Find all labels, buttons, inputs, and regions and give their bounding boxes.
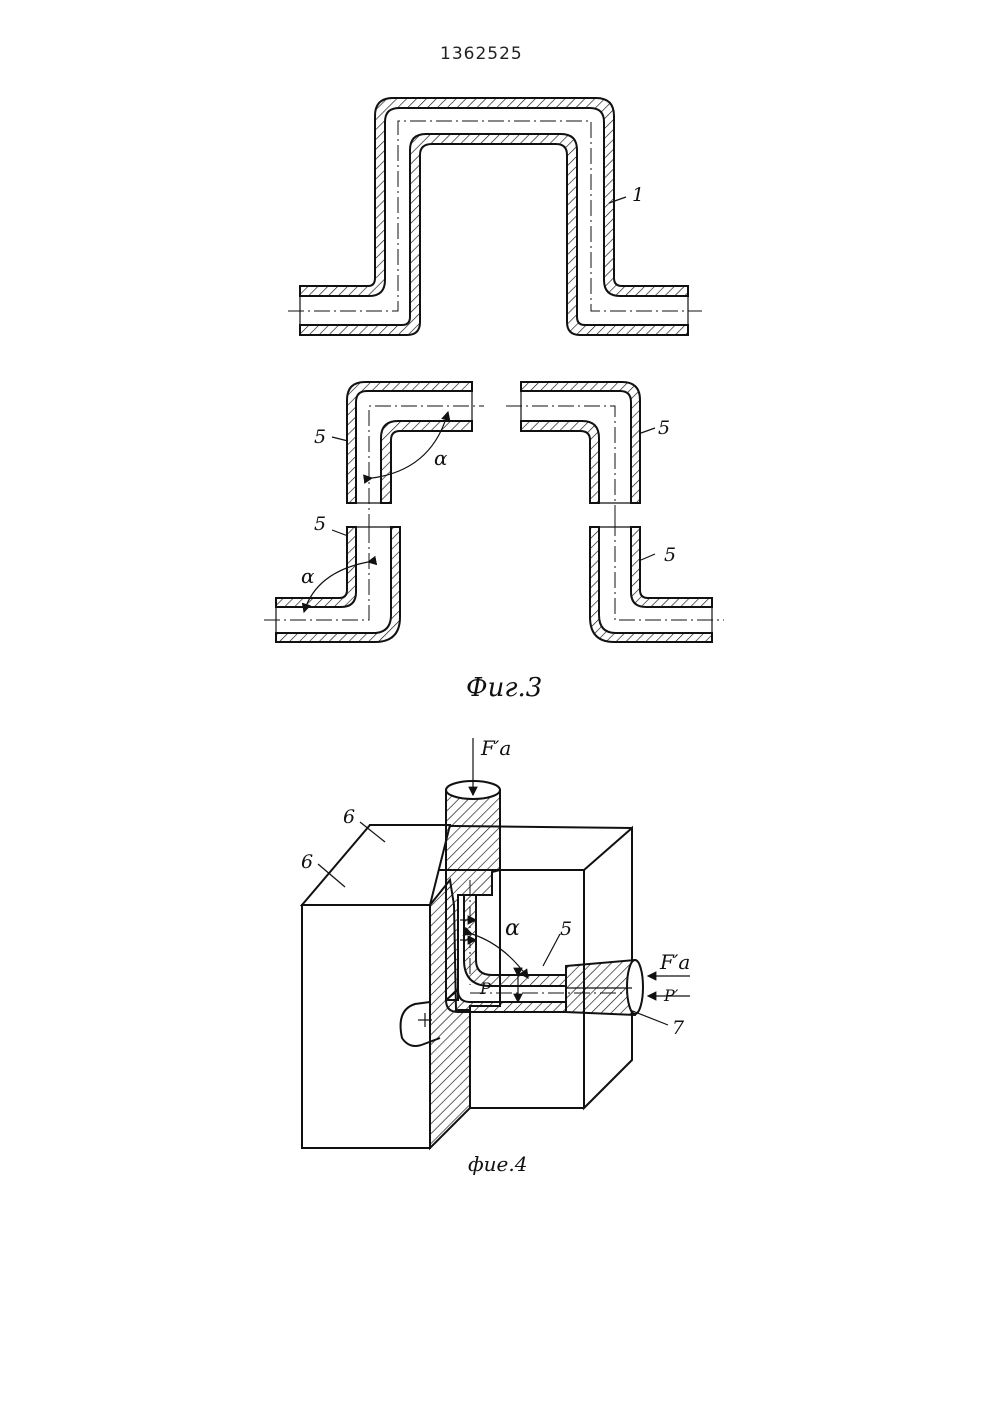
force-right-label: F′a	[659, 950, 690, 974]
die-front-face	[302, 905, 430, 1148]
die-front-label: 6	[301, 851, 313, 873]
pressure-inner-label: P	[479, 979, 491, 998]
elbow-label-top-right: 5	[658, 417, 670, 439]
figure3-caption: Фиг.3	[466, 673, 542, 703]
u-tube-outer-wall	[300, 98, 688, 296]
elbow-bottom-left	[264, 520, 400, 642]
u-tube-centerline	[288, 121, 702, 311]
die-angle-label: α	[505, 916, 520, 941]
u-tube-label: 1	[632, 184, 644, 206]
figure4-die	[302, 781, 643, 1148]
elbow-label-bottom-right: 5	[664, 544, 676, 566]
elbow-label-top-left: 5	[314, 426, 326, 448]
figure3-u-tube	[288, 98, 702, 335]
die-part-label: 5	[560, 918, 572, 940]
pressure-right-label: P′	[663, 986, 679, 1005]
elbow-label-bottom-left: 5	[314, 513, 326, 535]
angle-label-top: α	[434, 446, 448, 470]
figure4-caption: фие.4	[468, 1152, 527, 1176]
die-front-top	[302, 825, 450, 905]
force-top-label: F′a	[480, 736, 511, 760]
die-back-label: 6	[343, 806, 355, 828]
u-tube-inner-wall	[300, 134, 688, 335]
elbow-top-right	[506, 382, 640, 520]
elbow-top-left	[347, 382, 484, 530]
elbow-bottom-right	[590, 520, 724, 642]
angle-label-bottom: α	[301, 564, 315, 588]
punch-label: 7	[672, 1017, 685, 1039]
